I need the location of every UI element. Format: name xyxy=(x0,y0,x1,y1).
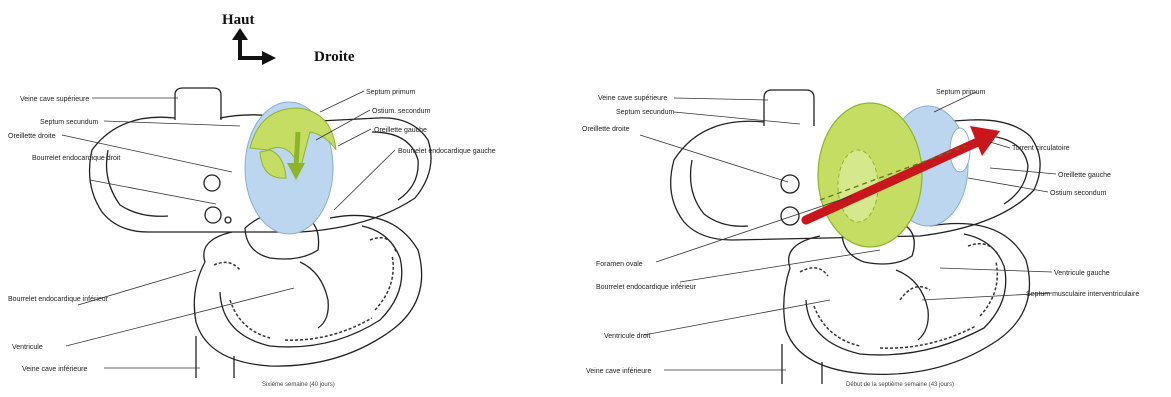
left-label-right-cushion: Bourrelet endocardique droit xyxy=(32,155,120,162)
right-sinus-opening xyxy=(781,175,799,193)
right-label-left-ventricle: Ventricule gauche xyxy=(1054,270,1110,277)
right-label-inferior-cushion: Bourrelet endocardique inférieur xyxy=(596,284,697,291)
right-label-foramen-ovale: Foramen ovale xyxy=(596,261,643,268)
right-label-septum-secundum: Septum secundum xyxy=(616,109,675,116)
right-label-right-ventricle: Ventricule droit xyxy=(604,333,650,340)
right-label-inferior-vena-cava: Veine cave inférieure xyxy=(586,368,651,375)
left-label-inferior-cushion: Bourrelet endocardique inférieur xyxy=(8,296,109,303)
left-superior-vena-cava xyxy=(175,88,221,120)
left-sinus-opening xyxy=(204,175,220,191)
orientation-arrows-icon xyxy=(232,28,276,65)
left-coronary-opening xyxy=(205,207,221,223)
left-label-inferior-vena-cava: Veine cave inférieure xyxy=(22,366,87,373)
left-label-septum-primum: Septum primum xyxy=(366,89,416,96)
right-caption: Début de la septième semaine (43 jours) xyxy=(846,382,954,388)
left-heart-panel: Veine cave supérieure Septum secundum Or… xyxy=(8,88,496,388)
right-label-septum-primum: Septum primum xyxy=(936,89,986,96)
orientation-marker: Haut Droite xyxy=(222,12,355,65)
right-ventricle-inner-wall xyxy=(806,234,1006,355)
right-interventricular-septum xyxy=(896,270,928,340)
right-label-ostium-secundum: Ostium secondum xyxy=(1050,190,1107,197)
right-inferior-vena-cava xyxy=(782,344,822,384)
left-label-septum-secundum: Septum secundum xyxy=(40,119,99,126)
left-label-ostium-secundum: Ostium. secondum xyxy=(372,108,431,115)
left-ventricle-inner-wall xyxy=(220,226,402,347)
left-label-superior-vena-cava: Veine cave supérieure xyxy=(20,96,89,103)
right-label-superior-vena-cava: Veine cave supérieure xyxy=(598,95,667,102)
right-label-blood-flow: Torrent circulatoire xyxy=(1012,145,1070,152)
left-label-right-atrium: Oreillette droite xyxy=(8,133,56,140)
right-coronary-opening xyxy=(781,207,799,225)
left-label-right-cushion-text: Bourrelet endocardique droit xyxy=(32,155,120,162)
left-leader-lines xyxy=(62,91,395,368)
right-heart-panel: Veine cave supérieure Septum secundum Or… xyxy=(582,89,1139,388)
right-label-left-atrium: Oreillette gauche xyxy=(1058,172,1111,179)
left-label-left-cushion: Bourrelet endocardique gauche xyxy=(398,148,496,155)
right-label-muscular-septum: Septum musculaire interventriculaire xyxy=(1026,291,1139,298)
right-ventricle-outline xyxy=(784,224,1030,375)
left-trabeculations xyxy=(214,238,396,340)
right-superior-vena-cava xyxy=(764,90,814,126)
right-label-right-atrium: Oreillette droite xyxy=(582,126,630,133)
left-small-opening xyxy=(225,217,231,223)
right-label-muscular-septum-text: Septum musculaire interventriculaire xyxy=(1026,291,1139,298)
up-label: Haut xyxy=(222,12,255,28)
left-interventricular-septum xyxy=(300,262,328,328)
left-label-ventricle: Ventricule xyxy=(12,344,43,351)
right-trabeculations xyxy=(800,244,1000,348)
right-label: Droite xyxy=(314,49,355,65)
left-label-left-atrium: Oreillette gauche xyxy=(374,127,427,134)
left-caption: Sixième semaine (40 jours) xyxy=(262,382,335,388)
